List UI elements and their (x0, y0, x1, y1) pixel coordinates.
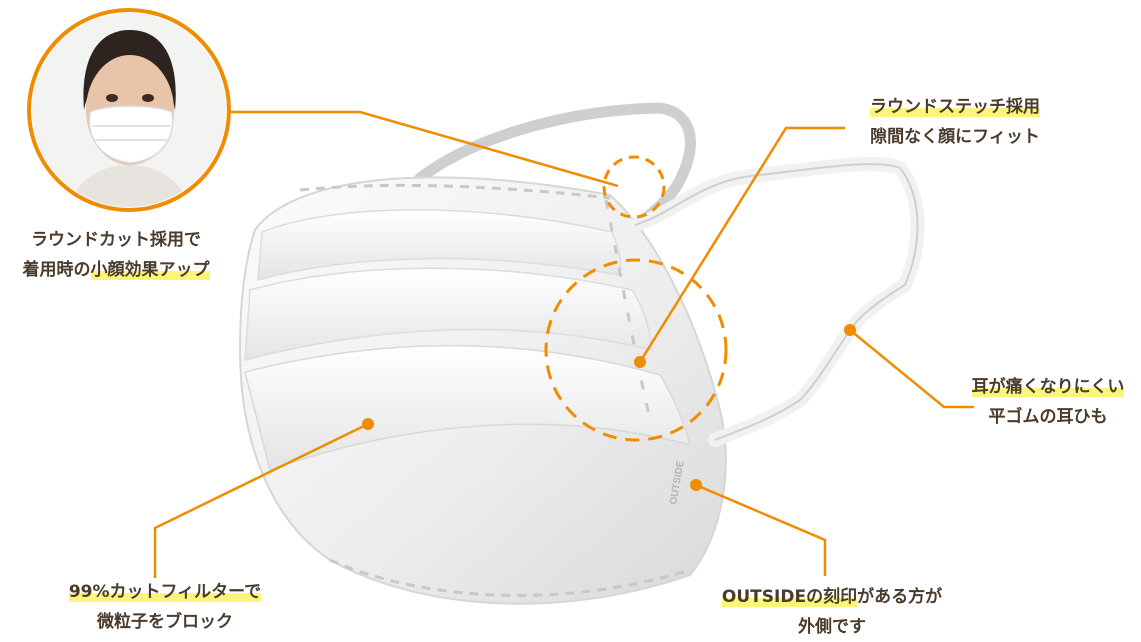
leader-earloop (849, 329, 974, 409)
dot-earloop (844, 324, 856, 336)
leader-roundcut (218, 110, 619, 188)
zoom-circle-small (602, 155, 666, 219)
round-cut-line2: 着用時の (22, 260, 91, 280)
stitch-line-top (299, 183, 611, 200)
dot-filter (362, 418, 374, 430)
outside-highlight: OUTSIDEの刻印 (721, 587, 858, 607)
hair-icon (83, 30, 176, 110)
round-stitch-line1: ラウンドステッチ採用 (870, 97, 1040, 117)
round-stitch-line2: 隙間なく顔にフィット (870, 127, 1040, 147)
dot-stitch (634, 356, 646, 368)
leader-stitch (638, 126, 845, 363)
back-ear-loop (414, 102, 696, 228)
pleat-lower (244, 345, 692, 471)
outside-line1: がある方が (857, 587, 943, 607)
callout-ear-loop: 耳が痛くなりにくい 平ゴムの耳ひも (948, 372, 1141, 432)
callout-round-stitch: ラウンドステッチ採用 隙間なく顔にフィット (840, 92, 1070, 152)
model-portrait (27, 8, 231, 212)
mask-icon (88, 105, 174, 164)
zoom-circle-large (544, 258, 728, 442)
callout-filter: 99%カットフィルターで 微粒子をブロック (30, 577, 300, 637)
leader-filter (153, 422, 369, 578)
outside-line2: 外側です (798, 617, 866, 637)
callout-round-cut: ラウンドカット採用で 着用時の小顔効果アップ (0, 225, 232, 285)
leader-outside (695, 483, 827, 576)
round-cut-highlight: 小顔効果アップ (90, 260, 210, 280)
ear-loop-line2: 平ゴムの耳ひも (988, 407, 1108, 427)
ear-loop-line1: 耳が痛くなりにくい (971, 377, 1125, 397)
pleat-top (257, 209, 622, 282)
pleat-middle (244, 267, 653, 361)
stitch-line-side (604, 199, 652, 421)
dot-outside (690, 479, 702, 491)
round-cut-line1: ラウンドカット採用で (31, 230, 201, 250)
filter-line1: 99%カットフィルターで (68, 582, 262, 602)
filter-line2: 微粒子をブロック (97, 612, 233, 632)
callout-outside: OUTSIDEの刻印がある方が 外側です (692, 582, 972, 642)
